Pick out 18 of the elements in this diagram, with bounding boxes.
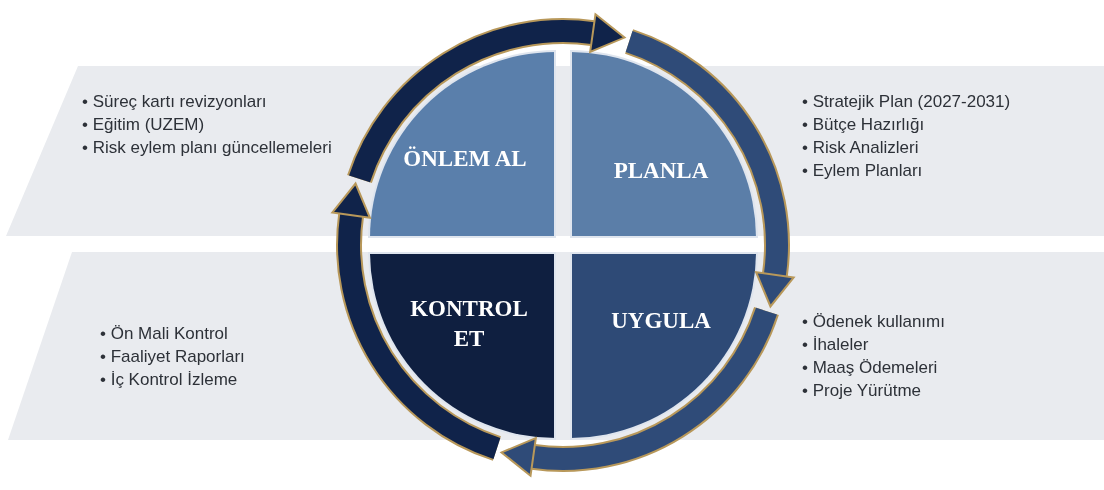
bullet-item: • Maaş Ödemeleri <box>802 357 939 379</box>
bullet-item: • Bütçe Hazırlığı <box>802 114 926 136</box>
bullet-item: • Risk eylem planı güncellemeleri <box>82 137 332 159</box>
bullet-item: • Eğitim (UZEM) <box>82 114 206 136</box>
bullet-item: • Süreç kartı revizyonları <box>82 91 268 113</box>
bullet-item: • İç Kontrol İzleme <box>100 369 239 391</box>
stage-title: PLANLA <box>612 157 710 185</box>
bullet-item: • İhaleler <box>802 334 870 356</box>
bullet-item: • Stratejik Plan (2027-2031) <box>802 91 1012 113</box>
bullet-item: • Ödenek kullanımı <box>802 311 946 333</box>
bullet-item: • Eylem Planları <box>802 160 924 182</box>
bullet-item: • Risk Analizleri <box>802 137 920 159</box>
bullet-item: • Proje Yürütme <box>802 380 923 402</box>
stage-title: ÖNLEM AL <box>402 145 528 173</box>
bullet-item: • Ön Mali Kontrol <box>100 323 229 345</box>
bullet-item: • Faaliyet Raporları <box>100 346 246 368</box>
stage-title: UYGULA <box>610 307 712 335</box>
stage-title: KONTROL ET <box>409 295 529 353</box>
